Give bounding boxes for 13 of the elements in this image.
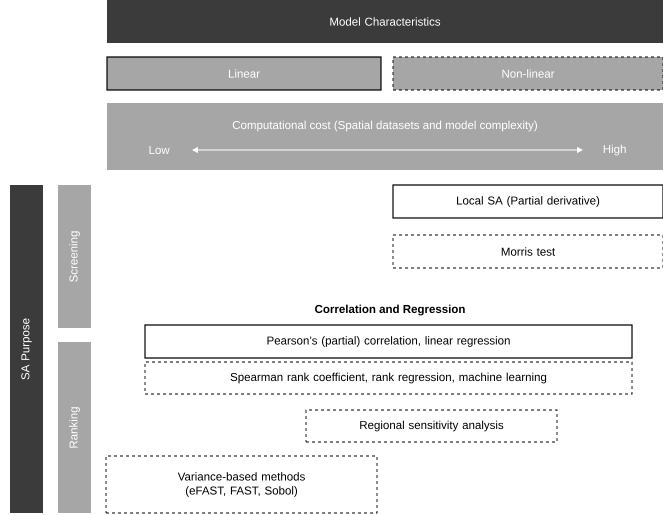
method-box: Pearson’s (partial) correlation, linear regression (144, 324, 633, 359)
category-box: Linear (106, 56, 382, 91)
vertical-band: SA Purpose (10, 185, 43, 513)
header-band: Model Characteristics (107, 0, 663, 43)
method-box: Variance-based methods (eFAST, FAST, Sobol) (106, 456, 378, 514)
method-box: Regional sensitivity analysis (306, 410, 558, 442)
category-box: Non-linear (392, 56, 663, 90)
category-box: Computational cost (Spatial datasets and model complexity) Low High (107, 103, 663, 170)
vertical-band: Screening (58, 185, 91, 328)
method-box: Spearman rank coefficient, rank regression, machine learning (144, 362, 632, 394)
vertical-band: Ranking (58, 342, 91, 513)
method-box: Local SA (Partial derivative) (392, 184, 663, 219)
method-box: Morris test (392, 234, 663, 268)
